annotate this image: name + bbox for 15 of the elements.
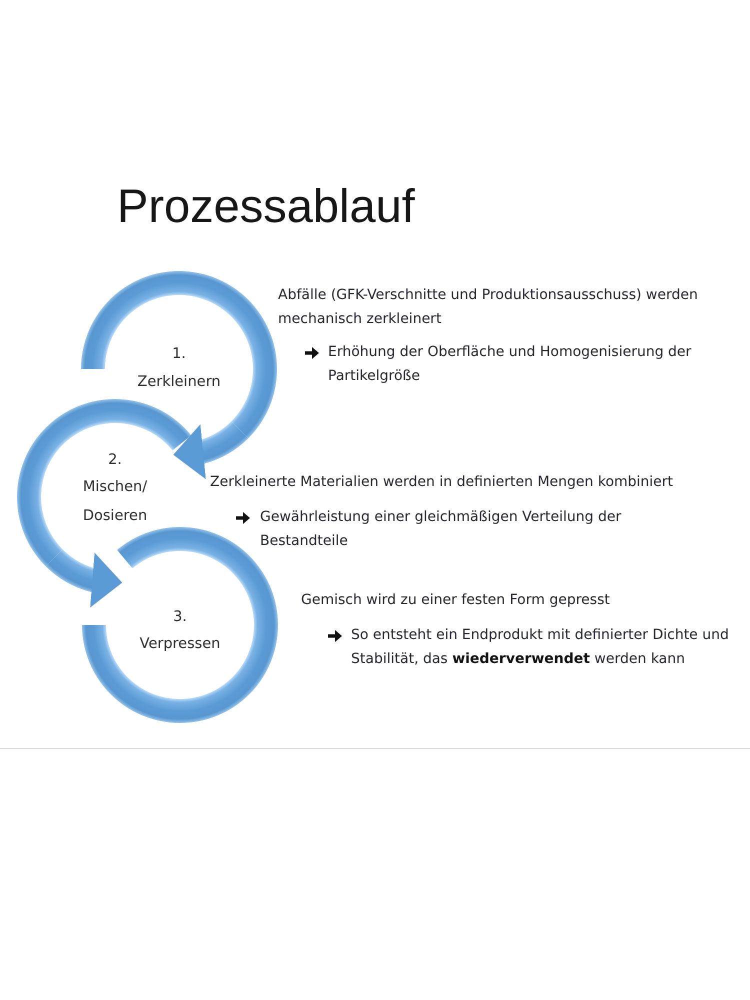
description-text: Gemisch wird zu einer festen Form gepresst (301, 591, 611, 610)
step-label: Verpressen (140, 635, 220, 654)
step-label: Zerkleinern (137, 373, 221, 392)
slide-title: Prozessablauf (117, 179, 415, 234)
curved-arrow (173, 420, 248, 480)
bullet-text: So entsteht ein Endprodukt mit definierter Dichte und Stabilität, das wiederverwendet werden kann (351, 626, 730, 668)
step-number: 1. (172, 345, 186, 364)
bullet-text: Gewährleistung einer gleichmäßigen Verteilung der Bestandteile (260, 508, 622, 550)
description-text: Abfälle (GFK-Verschnitte und Produktionsausschuss) werden mechanisch zerkleinert (278, 286, 699, 328)
description-text: Zerkleinerte Materialien werden in definierten Mengen kombiniert (210, 473, 674, 492)
step-label: Mischen/ Dosieren (82, 478, 148, 526)
step-number: 2. (108, 451, 122, 470)
step-number: 3. (173, 608, 187, 627)
bullet-text: Erhöhung der Oberfläche und Homogenisierung der Partikelgröße (328, 343, 692, 386)
curved-arrow (46, 548, 122, 608)
